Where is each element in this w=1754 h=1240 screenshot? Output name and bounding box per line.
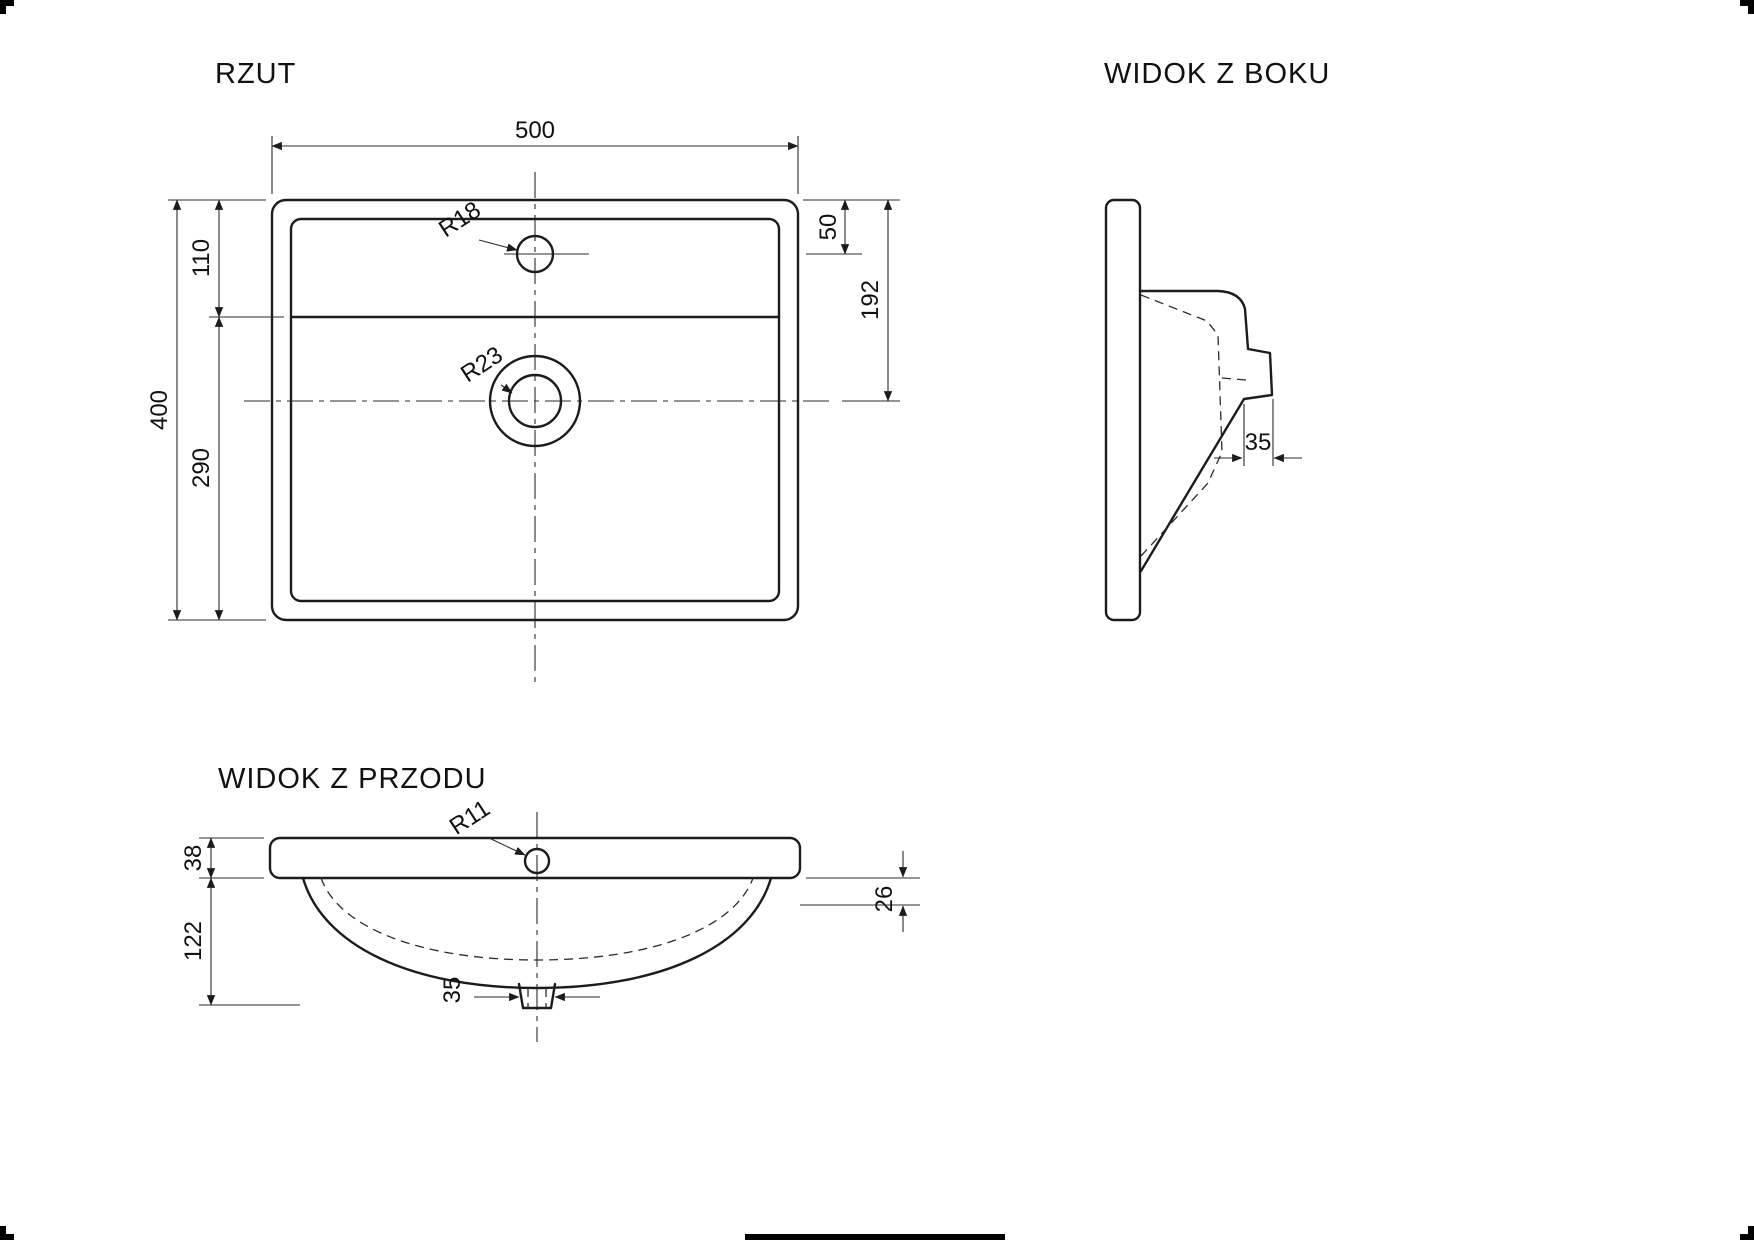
bowl-outer-curve <box>301 876 773 990</box>
dimension-400: 400 <box>146 199 266 621</box>
view-title-front: WIDOK Z PRZODU <box>218 763 487 795</box>
radius-label-r11: R11 <box>445 795 495 841</box>
dimension-35-side: 35 <box>1214 399 1302 466</box>
dim-label-26: 26 <box>871 886 898 913</box>
dim-label-35-front: 35 <box>439 977 466 1004</box>
dimension-50: 50 <box>806 199 862 255</box>
drain-spout <box>517 982 557 1010</box>
dimension-38: 38 <box>180 837 264 879</box>
dim-label-110: 110 <box>188 239 215 277</box>
dim-label-400: 400 <box>146 390 173 430</box>
dim-label-35-side: 35 <box>1245 429 1272 456</box>
dimension-26: 26 <box>800 851 920 932</box>
crop-mark <box>0 1234 14 1240</box>
dimension-35-front: 35 <box>439 977 600 1004</box>
dim-label-38: 38 <box>180 845 207 872</box>
side-view: WIDOK Z BOKU 35 <box>1104 58 1330 622</box>
radius-r18: R18 <box>434 196 518 252</box>
view-title-plan: RZUT <box>215 58 296 90</box>
plan-view: RZUT 500 400 <box>146 58 900 684</box>
dimension-192: 192 <box>803 199 900 402</box>
dim-label-192: 192 <box>857 280 884 320</box>
radius-label-r18: R18 <box>434 196 486 243</box>
radius-label-r23: R23 <box>456 341 508 388</box>
basin-hidden-profile <box>1140 294 1223 557</box>
drain-hole <box>507 373 563 429</box>
dimension-122: 122 <box>180 877 300 1006</box>
drain-recess <box>488 354 582 448</box>
dim-label-290: 290 <box>188 448 215 488</box>
dimension-290: 290 <box>188 316 224 621</box>
sink-outer-edge <box>270 198 800 622</box>
crop-mark <box>1748 1226 1754 1240</box>
radius-r11: R11 <box>445 795 526 856</box>
sink-inner-rim <box>289 217 781 603</box>
dimension-500: 500 <box>271 117 799 194</box>
view-title-side: WIDOK Z BOKU <box>1104 58 1330 90</box>
faucet-hole <box>515 234 555 274</box>
dim-label-50: 50 <box>815 214 842 241</box>
bowl-inner-curve <box>320 877 754 961</box>
basin-side-profile <box>1138 289 1274 573</box>
dimension-110: 110 <box>188 199 284 318</box>
dim-label-122: 122 <box>180 921 207 961</box>
front-faucet-hole <box>523 847 551 875</box>
crop-mark <box>1748 0 1754 14</box>
dim-label-500: 500 <box>515 117 555 144</box>
crop-mark <box>0 0 14 6</box>
crop-mark <box>1740 0 1754 6</box>
crop-mark <box>0 1226 6 1240</box>
front-view: WIDOK Z PRZODU R11 38 <box>180 763 920 1042</box>
crop-mark <box>745 1234 1005 1240</box>
mounting-plate <box>1104 198 1142 622</box>
crop-mark <box>1740 1234 1754 1240</box>
drain-hidden-line <box>1221 377 1247 381</box>
front-rim <box>268 836 802 880</box>
crop-mark <box>0 0 6 14</box>
